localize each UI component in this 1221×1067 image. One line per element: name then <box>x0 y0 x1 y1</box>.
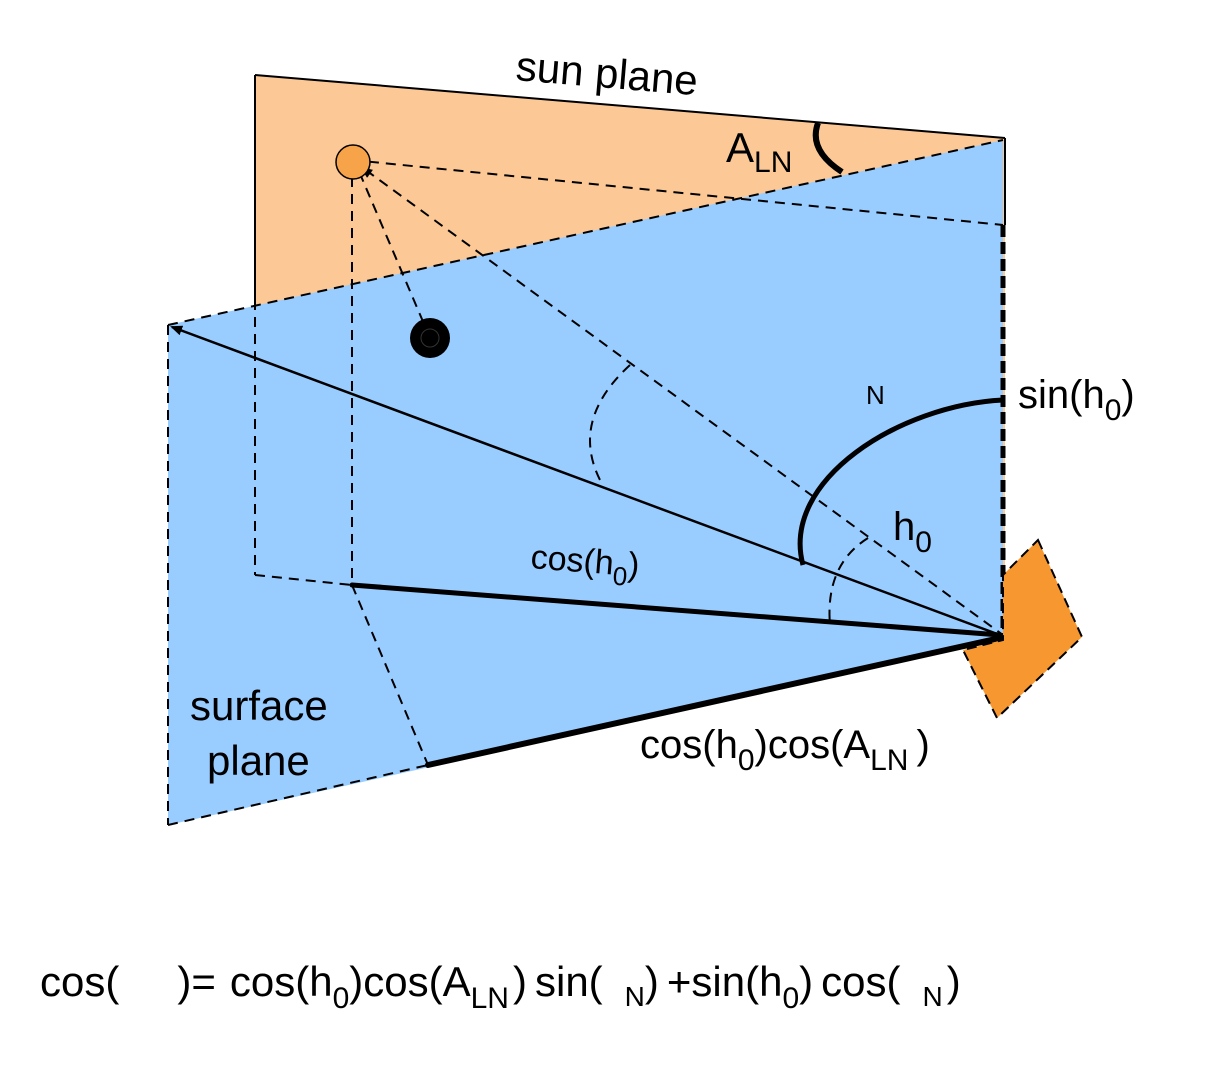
tilted-surface <box>961 538 1084 720</box>
h0-label: h0 <box>893 505 932 559</box>
sin-h0-label: sin(h0) <box>1018 373 1135 427</box>
sigma-n-arc <box>797 397 1004 566</box>
surface-plane-dashed-edges <box>167 139 1004 826</box>
beam-dot-center <box>420 328 440 348</box>
cos-h0-label: cos(h0) <box>529 538 641 592</box>
sigma-n-label: N <box>866 380 885 410</box>
formula: cos()=cos(h0)cos(ALN)sin(N)+sin(h0)cos(N… <box>40 958 961 1015</box>
cos-h0-cos-aln-label: cos(h0)cos(ALN) <box>640 723 930 777</box>
surface-normal-arrow <box>170 325 1001 637</box>
surface-plane <box>168 140 1003 825</box>
a-ln-label: ALN <box>726 124 792 179</box>
surface-plane-label: surface <box>190 682 328 729</box>
a-ln-arc <box>812 121 844 175</box>
sun-plane-label: sun plane <box>514 42 699 104</box>
sun-icon <box>335 144 371 180</box>
sun-plane-edges <box>254 74 1006 300</box>
projection-lines <box>349 582 1003 768</box>
surface-plane-label-line2: plane <box>207 737 310 784</box>
construction-dashed-lines <box>254 159 1004 766</box>
